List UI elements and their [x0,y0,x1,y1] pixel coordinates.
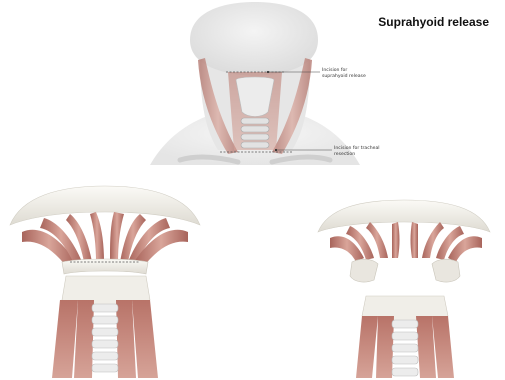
suprahyoid-incision-label: Incision for suprahyoid release [322,68,366,79]
tracheal-incision-label: Incision for tracheal resection [334,146,380,157]
tracheal-incision-label-line-2: resection [334,152,380,158]
larynx [236,77,274,117]
suprahyoid-incision-label-line-2: suprahyoid release [322,74,366,80]
mandible-left [10,186,200,225]
head-chin [190,2,318,76]
suprahyoid-muscles-right [330,222,482,262]
figure-title: Suprahyoid release [378,15,489,29]
suprahyoid-leader-dot [267,71,269,73]
hyoid-bone-left [62,259,148,274]
tracheal-incision-label-line-1: Incision for tracheal [334,146,380,152]
mandible-right [318,200,490,232]
suprahyoid-released-figure [318,200,490,378]
tracheal-leader-dot [275,149,277,151]
trachea-right [392,320,418,376]
suprahyoid-intact-figure [10,186,200,378]
trachea-left [92,304,118,372]
suprahyoid-muscles-left [22,212,188,266]
neck-overview-figure [150,2,360,165]
muscle-stumps [350,259,460,282]
